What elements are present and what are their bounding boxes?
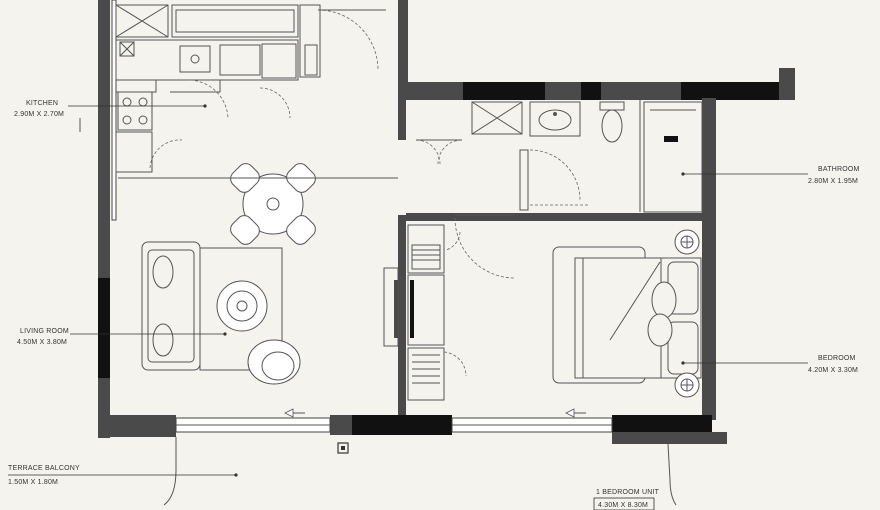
unit-label: 1 BEDROOM UNIT	[596, 489, 660, 496]
bedroom-furniture	[552, 229, 702, 398]
bedroom-label: BEDROOM	[818, 355, 856, 362]
bathroom-size: 2.80M X 1.95M	[808, 178, 858, 185]
outlet-marker	[337, 442, 349, 454]
kitchen-label: KITCHEN	[26, 100, 58, 107]
bathroom-furniture	[471, 100, 703, 213]
chair	[286, 215, 316, 245]
unit-size-box	[593, 497, 655, 510]
living-size: 4.50M X 3.80M	[17, 339, 67, 346]
unit-size: 4.30M X 8.30M	[598, 502, 648, 509]
walls	[98, 0, 795, 444]
balcony-label: TERRACE BALCONY	[8, 465, 80, 472]
dining-set	[230, 163, 316, 245]
hall-storage	[407, 139, 516, 401]
kitchen-furniture	[115, 4, 386, 173]
windows	[111, 0, 613, 433]
chair	[230, 215, 260, 245]
arrow-markers	[284, 408, 586, 418]
room-labels: KITCHEN 2.90M X 2.70M LIVING ROOM 4.50M …	[8, 100, 860, 510]
kitchen-size: 2.90M X 2.70M	[14, 111, 64, 118]
bathroom-label: BATHROOM	[818, 166, 860, 173]
balcony-size: 1.50M X 1.80M	[8, 479, 58, 486]
label-leaders	[8, 104, 808, 477]
balcony-outline	[163, 437, 677, 506]
bedroom-size: 4.20M X 3.30M	[808, 367, 858, 374]
living-label: LIVING ROOM	[20, 328, 69, 335]
